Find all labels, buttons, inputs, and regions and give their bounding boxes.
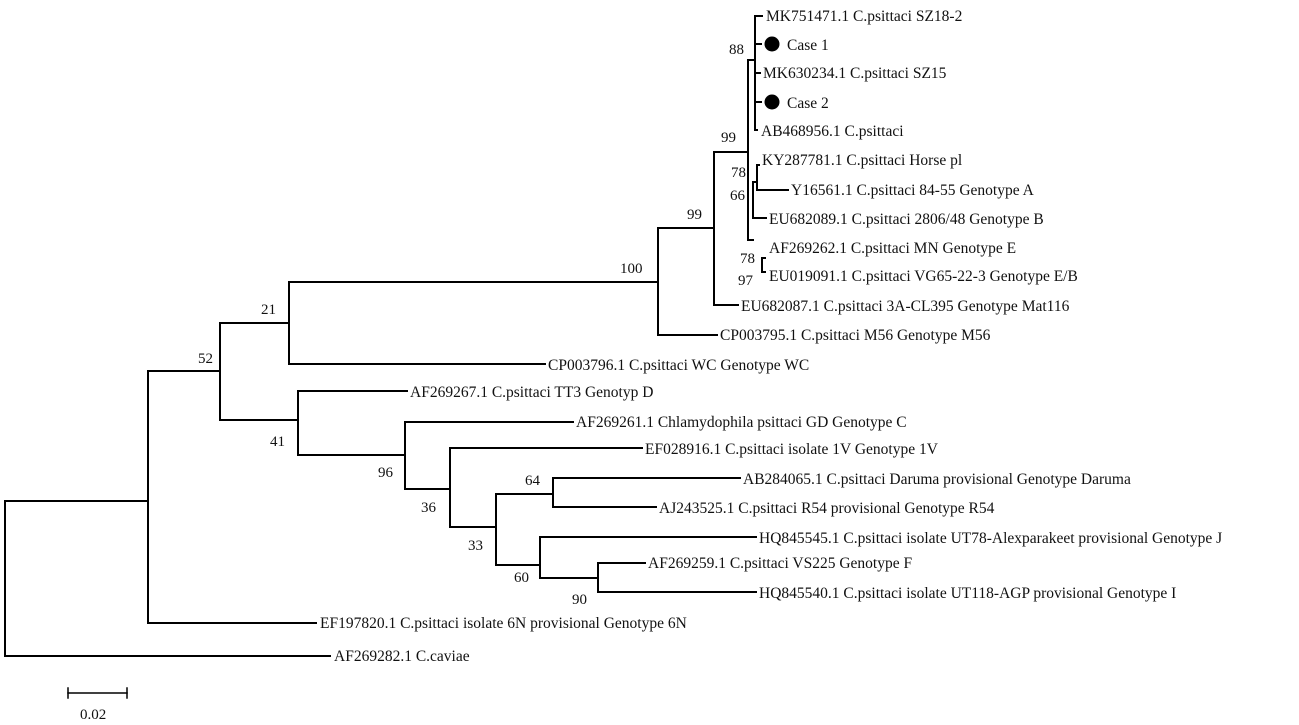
case-1-marker-icon [764,36,780,52]
leaf-label: Y16561.1 C.psittaci 84-55 Genotype A [791,182,1035,199]
tree-branches [4,15,789,657]
leaf-label: AF269262.1 C.psittaci MN Genotype E [769,240,1016,257]
bootstrap-value: 64 [525,473,541,489]
leaf-label: CP003796.1 C.psittaci WC Genotype WC [548,357,809,374]
bootstrap-value: 36 [421,500,437,516]
leaf-label: EU682089.1 C.psittaci 2806/48 Genotype B [769,211,1044,228]
scale-bar-label: 0.02 [80,707,106,723]
leaf-label: AF269267.1 C.psittaci TT3 Genotyp D [410,384,653,401]
case-markers [764,36,780,110]
case-2-marker-icon [764,94,780,110]
leaf-label: EF028916.1 C.psittaci isolate 1V Genotyp… [645,441,939,458]
leaf-labels: MK751471.1 C.psittaci SZ18-2 Case 1 MK63… [320,8,1222,665]
leaf-label: AB284065.1 C.psittaci Daruma provisional… [743,471,1131,488]
leaf-label: KY287781.1 C.psittaci Horse pl [762,152,962,169]
leaf-label: AJ243525.1 C.psittaci R54 provisional Ge… [659,500,995,517]
leaf-label: MK751471.1 C.psittaci SZ18-2 [766,8,962,25]
leaf-label: AF269282.1 C.caviae [334,648,470,665]
scale-bar: 0.02 [67,687,128,723]
leaf-label: HQ845540.1 C.psittaci isolate UT118-AGP … [759,585,1176,602]
bootstrap-value: 96 [378,465,394,481]
bootstrap-value: 99 [687,207,702,223]
leaf-label: HQ845545.1 C.psittaci isolate UT78-Alexp… [759,530,1222,547]
bootstrap-value: 78 [740,251,755,267]
bootstrap-values: 88 99 78 66 99 78 97 100 21 52 41 96 64 … [198,42,755,608]
bootstrap-value: 88 [729,42,744,58]
bootstrap-value: 100 [620,261,643,277]
bootstrap-value: 41 [270,434,285,450]
leaf-label: AF269259.1 C.psittaci VS225 Genotype F [648,555,912,572]
bootstrap-value: 99 [721,130,736,146]
bootstrap-value: 60 [514,570,529,586]
leaf-label: Case 1 [787,37,829,54]
leaf-label: MK630234.1 C.psittaci SZ15 [763,65,947,82]
leaf-label: EF197820.1 C.psittaci isolate 6N provisi… [320,615,687,632]
bootstrap-value: 33 [468,538,483,554]
bootstrap-value: 90 [572,592,587,608]
bootstrap-value: 78 [731,165,746,181]
bootstrap-value: 97 [738,273,754,289]
leaf-label: CP003795.1 C.psittaci M56 Genotype M56 [720,327,991,344]
leaf-label: EU019091.1 C.psittaci VG65-22-3 Genotype… [769,268,1078,285]
bootstrap-value: 66 [730,188,746,204]
leaf-label: Case 2 [787,95,829,112]
leaf-label: AB468956.1 C.psittaci [761,123,904,140]
leaf-label: AF269261.1 Chlamydophila psittaci GD Gen… [576,414,907,431]
leaf-label: EU682087.1 C.psittaci 3A-CL395 Genotype … [741,298,1070,315]
bootstrap-value: 21 [261,302,276,318]
bootstrap-value: 52 [198,351,213,367]
